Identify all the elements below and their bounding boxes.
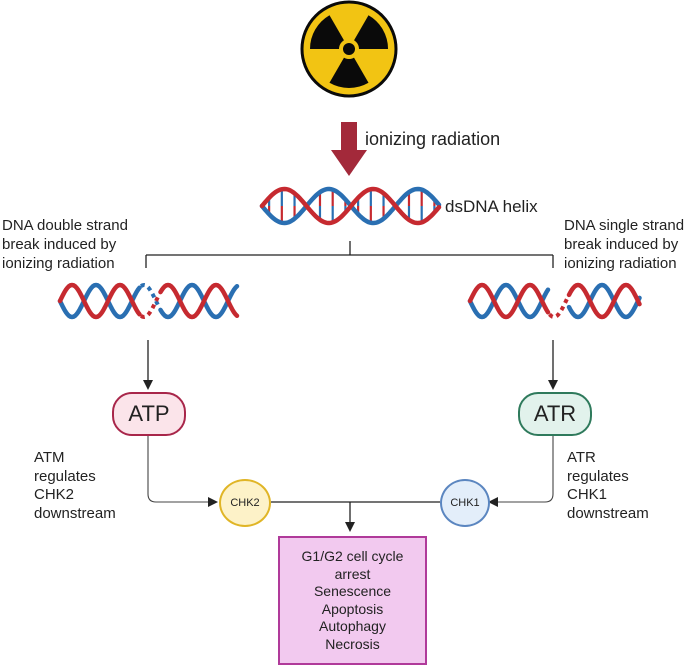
outcome-line: Apoptosis [321,600,384,617]
atm-note: ATM regulates CHK2 downstream [34,449,116,523]
cellular-outcome-box: G1/G2 cell cycle arrest Senescence Apopt… [278,536,427,665]
branch-connector [145,241,554,268]
atm-note-line: CHK2 [34,486,75,503]
outcome-line: arrest [334,565,371,582]
dna-double-strand-break-icon [57,282,240,320]
dna-strand [57,282,240,320]
ds-break-line: DNA double strand [2,217,128,234]
outcome-line: Senescence [313,583,392,599]
atr-node: ATR [518,392,592,436]
atm-note-line: ATM [34,449,65,466]
atr-note-line: CHK1 [567,486,608,503]
ss-break-line: break induced by [564,236,679,253]
atr-note: ATR regulates CHK1 downstream [567,449,649,523]
atr-note-line: ATR [567,449,596,466]
ss-break-label: DNA single strand break induced by ioniz… [564,216,684,273]
dna-strand [57,282,240,320]
atr-note-line: regulates [567,467,629,485]
atr-note-line: downstream [567,504,649,522]
helix-label: dsDNA helix [445,197,538,216]
atm-note-line: downstream [34,504,116,522]
outcome-line: Autophagy [319,618,386,634]
outcome-line: Necrosis [325,635,380,652]
arrow-atp-to-chk2 [147,435,218,507]
atm-note-line: regulates [34,467,96,485]
dna-single-strand-break-icon [467,282,642,320]
ss-break-line: DNA single strand [564,217,685,234]
broken-strand-fragment [139,282,161,308]
chk1-node: CHK1 [440,479,490,527]
arrow-atr-to-chk1 [488,435,554,507]
broken-strand-fragment [139,294,161,320]
dna-strand [467,282,642,320]
merge-connector [271,501,440,532]
radiation-hazard-icon [300,0,398,98]
radiation-arrow [331,122,367,176]
ss-break-line: ionizing radiation [564,255,677,272]
radiation-label: ionizing radiation [365,129,501,149]
chk2-node: CHK2 [219,479,271,527]
ds-break-label: DNA double strand break induced by ioniz… [2,216,128,273]
ds-break-line: ionizing radiation [2,255,115,272]
ds-break-line: break induced by [2,236,117,253]
atp-node: ATP [112,392,186,436]
broken-strand-fragment [548,297,570,320]
dna-strand [259,186,442,226]
dna-strand [467,282,642,320]
dna-helix-icon [259,186,442,226]
outcome-line: G1/G2 cell cycle [301,548,404,564]
